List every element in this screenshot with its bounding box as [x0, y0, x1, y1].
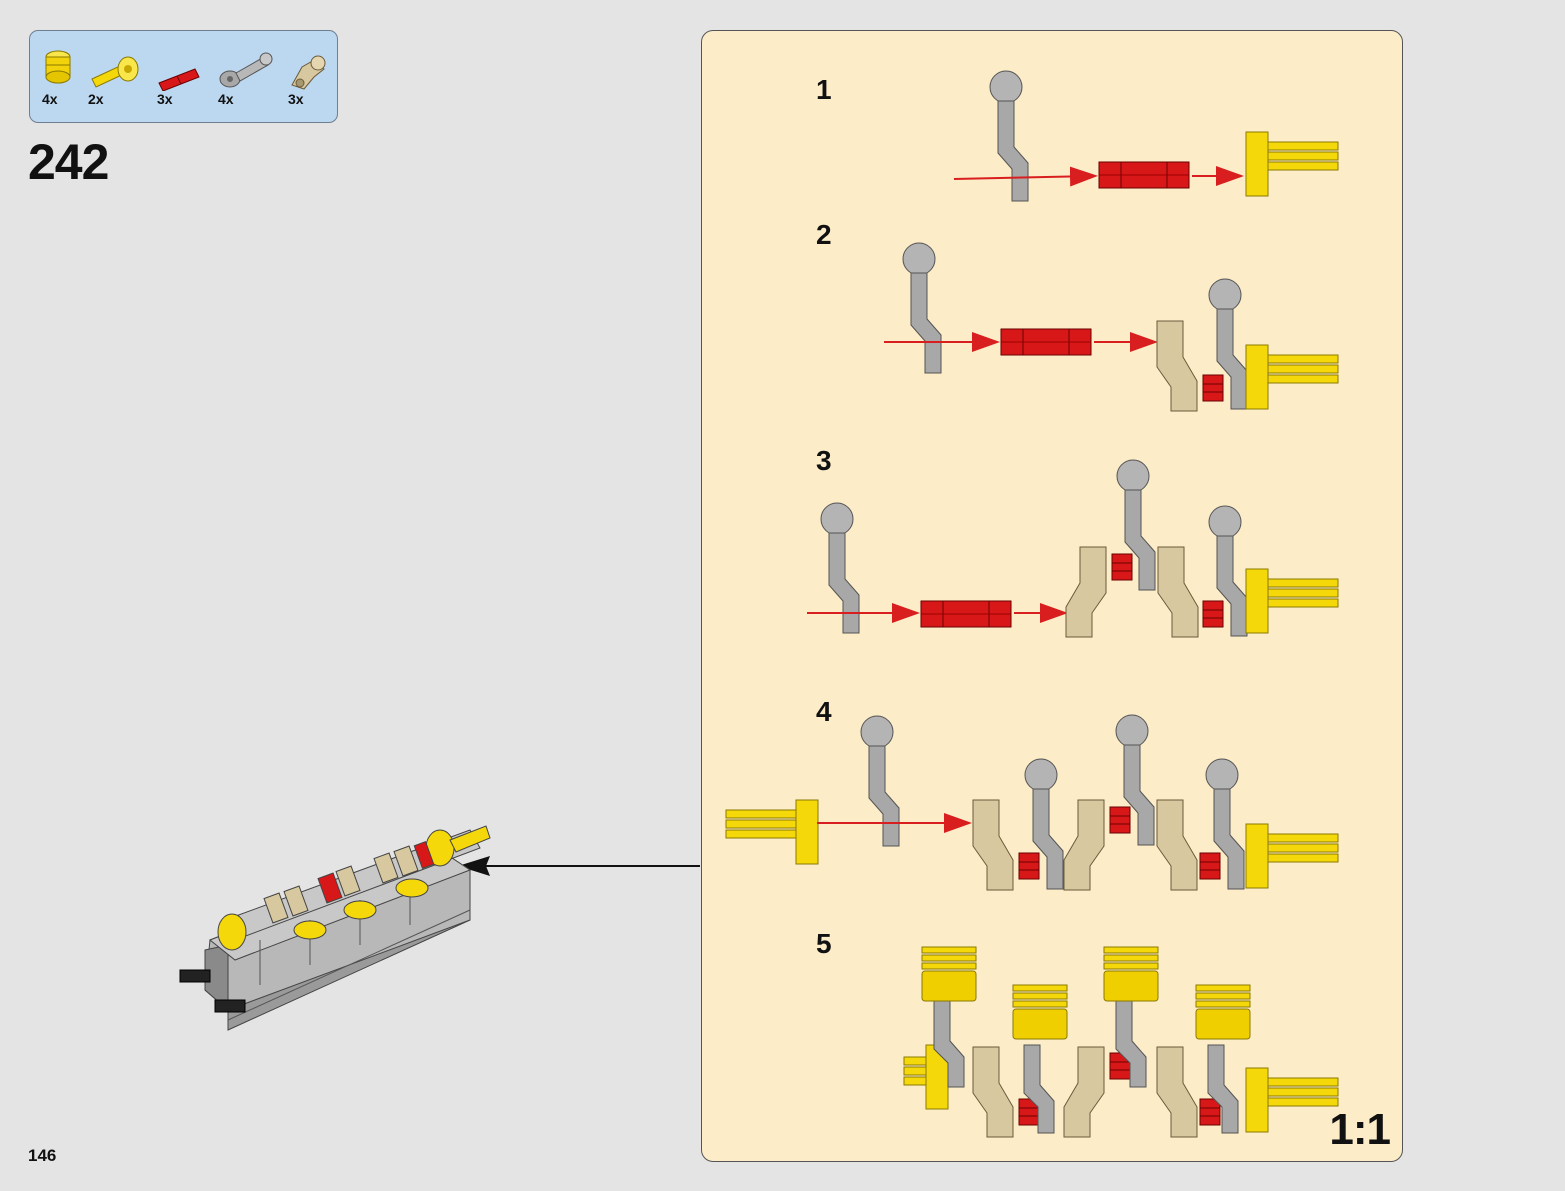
red-axle-icon: [158, 68, 200, 91]
yellow-axle-connector-icon: [91, 56, 139, 88]
substep-number: 2: [816, 219, 832, 250]
substep-number: 4: [816, 696, 832, 727]
yellow-gear-cylinder-icon: [45, 50, 71, 84]
callout-illustrations: [725, 70, 1339, 1138]
scale-indicator: 1:1: [1329, 1105, 1391, 1154]
substep-1-diagram: [953, 70, 1339, 202]
callout-pointer-arrow: [458, 856, 700, 876]
parts-list-box: 4x 2x 3x 4x 3x: [29, 30, 338, 123]
part-qty: 4x: [42, 91, 58, 107]
part-qty: 3x: [288, 91, 304, 107]
substep-2-diagram: [884, 242, 1339, 412]
part-qty: 4x: [218, 91, 234, 107]
part-qty: 3x: [157, 91, 173, 107]
sub-assembly-callout: 1 2 3 4 5 1:1: [701, 30, 1403, 1162]
gray-ball-link-icon: [219, 52, 273, 88]
part-item: 3x: [157, 45, 217, 115]
substep-5-diagram: [903, 946, 1339, 1138]
substep-number: 3: [816, 445, 832, 476]
substep-4-diagram: [725, 714, 1339, 891]
part-qty: 2x: [88, 91, 104, 107]
tan-crank-icon: [291, 55, 326, 90]
substep-number: 1: [816, 74, 832, 105]
part-item: 4x: [218, 45, 278, 115]
part-item: 4x: [42, 45, 102, 115]
substep-number: 5: [816, 928, 832, 959]
part-item: 3x: [288, 45, 348, 115]
substep-3-diagram: [807, 459, 1339, 638]
part-item: 2x: [88, 45, 148, 115]
engine-block-model: [179, 825, 491, 1031]
step-number: 242: [28, 134, 109, 190]
page-number: 146: [28, 1146, 57, 1165]
